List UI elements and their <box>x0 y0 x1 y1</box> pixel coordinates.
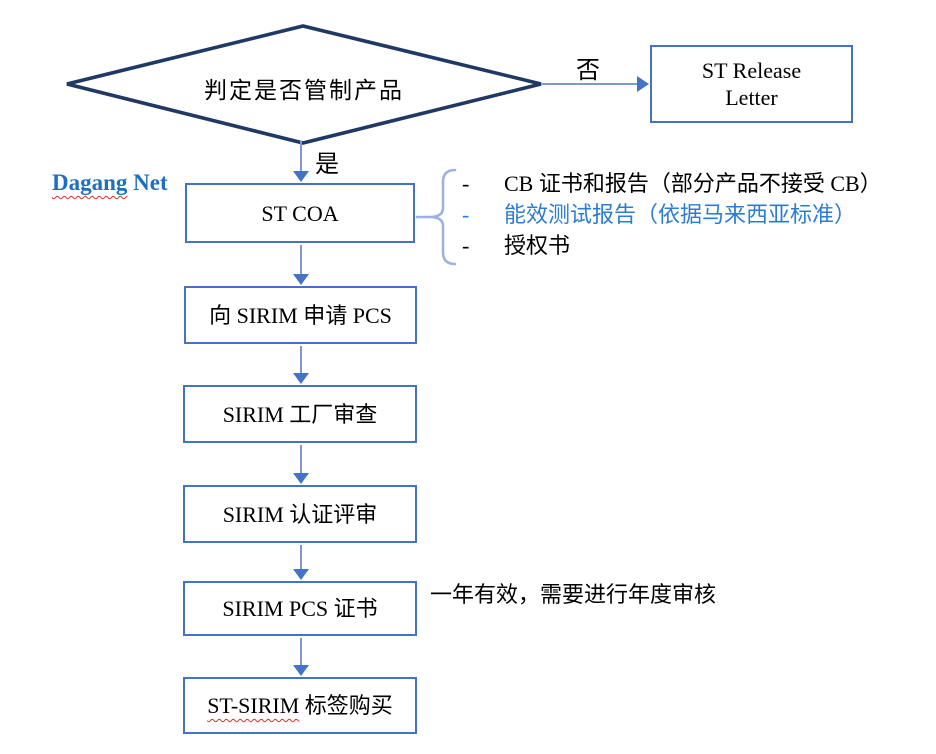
brand-dagang-net: Dagang Net <box>52 170 168 196</box>
apply-pcs-label: 向 SIRIM 申请 PCS <box>209 302 392 328</box>
flow-arrow <box>293 346 309 384</box>
requirements-list: - CB 证书和报告（部分产品不接受 CB） - 能效测试报告（依据马来西亚标准… <box>462 168 932 261</box>
box-cert-review: SIRIM 认证评审 <box>183 485 417 543</box>
arrow-shaft <box>300 545 302 571</box>
box-pcs-certificate: SIRIM PCS 证书 <box>183 581 417 636</box>
flow-arrow <box>293 445 309 484</box>
arrow-yes-branch <box>293 141 309 182</box>
arrowhead-down-icon <box>293 373 309 384</box>
st-release-letter-line2: Letter <box>725 85 778 110</box>
st-coa-label: ST COA <box>261 200 339 226</box>
requirements-brace-icon <box>415 168 457 266</box>
requirement-text-energy: 能效测试报告（依据马来西亚标准） <box>504 202 857 227</box>
arrow-shaft <box>300 445 302 475</box>
flow-arrow <box>293 245 309 285</box>
box-apply-pcs: 向 SIRIM 申请 PCS <box>184 286 417 344</box>
arrowhead-down-icon <box>293 569 309 580</box>
arrowhead-down-icon <box>293 665 309 676</box>
arrow-shaft <box>300 346 302 375</box>
pcs-certificate-label: SIRIM PCS 证书 <box>222 596 378 621</box>
arrowhead-down-icon <box>293 274 309 285</box>
arrowhead-down-icon <box>293 171 309 182</box>
arrow-shaft <box>542 83 639 85</box>
arrowhead-right-icon <box>637 76 649 92</box>
flow-arrow <box>293 545 309 580</box>
st-release-letter-line1: ST Release <box>701 58 802 83</box>
decision-label: 判定是否管制产品 <box>204 78 404 103</box>
factory-audit-label: SIRIM 工厂审查 <box>222 401 378 427</box>
pcs-validity-note: 一年有效，需要进行年度审核 <box>430 582 717 607</box>
decision-diamond <box>66 24 542 145</box>
box-st-release-letter: ST Release Letter <box>650 45 853 123</box>
arrow-shaft <box>300 141 302 173</box>
yes-edge-label: 是 <box>315 152 339 178</box>
label-purchase-part1: ST-SIRIM <box>207 693 300 718</box>
brand-word-dagang: Dagang <box>52 170 128 195</box>
no-edge-label: 否 <box>576 58 600 84</box>
flow-arrow <box>293 638 309 676</box>
label-purchase-label: ST-SIRIM 标签购买 <box>207 692 393 719</box>
arrowhead-down-icon <box>293 473 309 484</box>
requirement-bullet: - <box>462 202 470 227</box>
cert-review-label: SIRIM 认证评审 <box>222 501 378 527</box>
brand-word-net: Net <box>133 170 168 195</box>
requirement-bullet: - <box>462 171 470 196</box>
box-st-coa: ST COA <box>185 183 415 243</box>
box-label-purchase: ST-SIRIM 标签购买 <box>183 677 417 734</box>
requirement-text-cb: CB 证书和报告（部分产品不接受 CB） <box>504 171 882 196</box>
requirement-item: - CB 证书和报告（部分产品不接受 CB） <box>462 168 932 199</box>
arrow-no-branch <box>542 76 649 92</box>
label-purchase-part2: 标签购买 <box>299 693 393 718</box>
requirement-bullet: - <box>462 233 470 258</box>
requirement-item: - 能效测试报告（依据马来西亚标准） <box>462 199 932 230</box>
requirement-item: - 授权书 <box>462 230 932 261</box>
box-factory-audit: SIRIM 工厂审查 <box>183 385 417 443</box>
arrow-shaft <box>300 638 302 667</box>
arrow-shaft <box>300 245 302 276</box>
requirement-text-authorization: 授权书 <box>504 233 571 258</box>
